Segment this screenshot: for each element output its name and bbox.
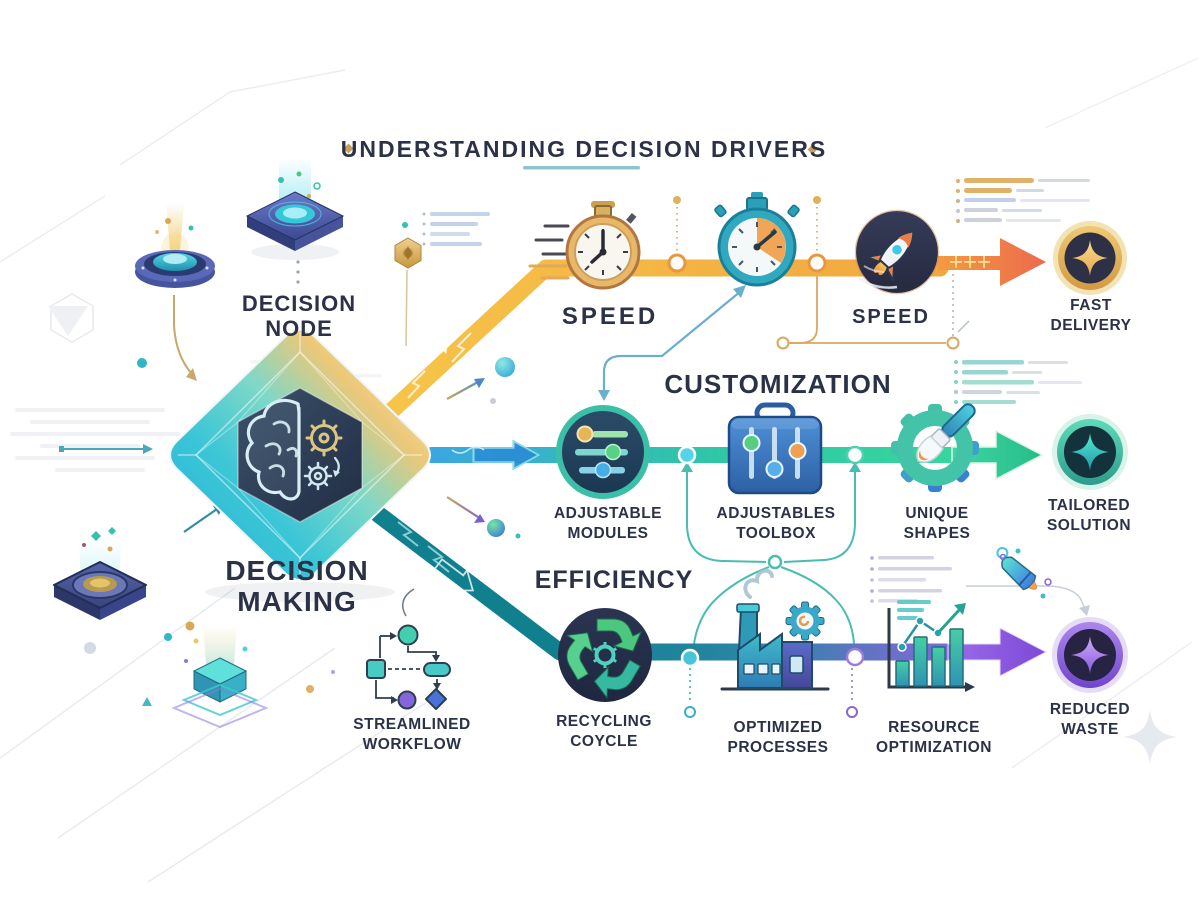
stopwatch-speed-icon xyxy=(528,201,641,290)
platform-round-icon xyxy=(135,203,215,288)
customization-node-dot xyxy=(845,445,865,465)
speed-mid-label: SPEED xyxy=(852,306,930,328)
arrow-plus-marks xyxy=(950,256,990,268)
factory-icon xyxy=(720,568,830,691)
customization-heading: CUSTOMIZATION xyxy=(664,369,892,399)
arrow-doodle-customization xyxy=(472,439,540,471)
brain-gears-icon xyxy=(245,398,343,501)
speed-node-dot xyxy=(807,253,827,273)
decor-list-right xyxy=(954,360,1082,404)
spark-coin-purple-icon xyxy=(1052,617,1128,693)
efficiency-heading: EFFICIENCY xyxy=(534,566,694,594)
decor-list-mid xyxy=(870,556,952,603)
decision-diamond xyxy=(169,329,431,584)
stopwatch-timer-icon xyxy=(714,192,800,287)
scattered-dots xyxy=(84,357,521,706)
customization-node-dot xyxy=(677,445,697,465)
connector-lines xyxy=(59,196,1090,718)
decor-list-top-right xyxy=(956,178,1090,223)
efficiency-node-dot xyxy=(845,647,865,667)
spark-coin-teal-icon xyxy=(1052,414,1128,490)
speed-arrowhead xyxy=(938,238,1046,286)
efficiency-node-dot xyxy=(680,648,700,668)
hexagon-badge-icon xyxy=(394,222,422,347)
toolbox-icon xyxy=(727,402,823,495)
decor-list-left-mid xyxy=(422,212,490,246)
speed-heading: SPEED xyxy=(561,303,659,330)
spark-coin-gold-icon xyxy=(1053,221,1127,295)
flowchart-icon xyxy=(366,624,451,710)
recycle-icon xyxy=(558,608,652,702)
rocket-icon xyxy=(854,209,940,295)
speed-node-dot xyxy=(667,253,687,273)
platform-square-icon xyxy=(245,158,345,260)
mini-rocket-doodle-icon xyxy=(996,546,1052,599)
title-accents xyxy=(343,143,818,170)
gear-paintbrush-icon xyxy=(891,403,979,492)
page-title: UNDERSTANDING DECISION DRIVERS xyxy=(340,136,828,162)
bar-chart-icon xyxy=(887,600,975,692)
platform-slab-icon xyxy=(53,527,147,620)
hologram-cube-icon xyxy=(171,628,269,729)
speed-line xyxy=(351,259,949,449)
branch-lines xyxy=(351,238,1048,677)
sliders-icon xyxy=(556,405,650,499)
